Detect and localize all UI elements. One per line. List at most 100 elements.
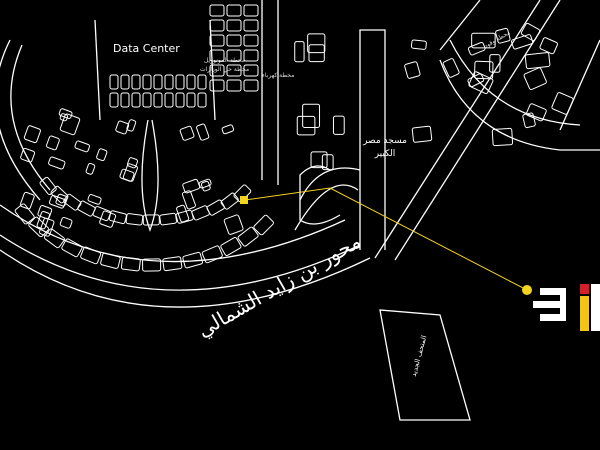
city-block bbox=[99, 210, 117, 228]
city-block bbox=[209, 64, 225, 77]
city-block bbox=[80, 246, 102, 265]
city-block bbox=[58, 108, 73, 119]
museum-block bbox=[379, 309, 471, 421]
city-block bbox=[181, 190, 196, 210]
city-block bbox=[39, 176, 57, 196]
city-block bbox=[209, 49, 225, 62]
city-block bbox=[55, 193, 68, 207]
city-block bbox=[142, 74, 152, 90]
city-block bbox=[206, 199, 225, 216]
city-block bbox=[221, 124, 235, 135]
city-blocks bbox=[14, 4, 574, 272]
city-block bbox=[308, 44, 325, 63]
city-block bbox=[153, 92, 163, 108]
city-block bbox=[310, 151, 328, 169]
city-block bbox=[321, 154, 334, 171]
city-block bbox=[120, 92, 130, 108]
city-block bbox=[411, 125, 433, 143]
city-block bbox=[164, 74, 174, 90]
city-block bbox=[220, 237, 242, 256]
city-block bbox=[209, 19, 225, 32]
city-block bbox=[243, 49, 259, 62]
road-outlines bbox=[0, 0, 600, 421]
city-block bbox=[523, 67, 547, 91]
city-block bbox=[223, 214, 244, 235]
city-block bbox=[551, 92, 574, 115]
city-block bbox=[243, 4, 259, 17]
city-block bbox=[307, 33, 326, 54]
city-block bbox=[410, 39, 427, 50]
city-block bbox=[198, 178, 212, 189]
city-block bbox=[109, 92, 119, 108]
city-block bbox=[332, 115, 345, 135]
city-block bbox=[489, 54, 501, 73]
city-block bbox=[100, 252, 121, 269]
city-block bbox=[474, 60, 494, 80]
city-block bbox=[226, 34, 242, 47]
city-block bbox=[302, 103, 321, 128]
city-block bbox=[186, 92, 196, 108]
city-block bbox=[243, 19, 259, 32]
marker-line bbox=[244, 187, 528, 291]
city-block bbox=[209, 79, 225, 92]
ministries-station-label: محطة حي الوزارات bbox=[200, 66, 250, 73]
city-block bbox=[404, 61, 421, 79]
city-block bbox=[131, 74, 141, 90]
city-block bbox=[20, 147, 36, 163]
city-block bbox=[491, 127, 514, 147]
mosque-block bbox=[359, 29, 386, 250]
city-block bbox=[92, 206, 111, 222]
city-block bbox=[142, 258, 162, 272]
city-block bbox=[226, 19, 242, 32]
city-block bbox=[120, 74, 130, 90]
city-block bbox=[59, 113, 81, 136]
city-block bbox=[197, 92, 207, 108]
city-block bbox=[243, 79, 259, 92]
city-block bbox=[201, 245, 223, 264]
city-block bbox=[467, 73, 485, 88]
city-block bbox=[87, 194, 102, 205]
city-block bbox=[19, 191, 35, 210]
city-block bbox=[296, 115, 316, 136]
city-block bbox=[220, 192, 239, 210]
city-block bbox=[237, 226, 259, 247]
city-block bbox=[226, 64, 242, 77]
location-marker bbox=[240, 187, 532, 295]
city-block bbox=[108, 210, 127, 225]
city-block bbox=[522, 112, 536, 129]
city-block bbox=[226, 49, 242, 62]
city-block bbox=[467, 41, 486, 56]
city-block bbox=[120, 256, 141, 272]
city-block bbox=[226, 79, 242, 92]
city-block bbox=[46, 135, 60, 151]
city-block bbox=[14, 203, 35, 225]
mosque-label: مسجد مصر الكبير bbox=[363, 136, 407, 159]
city-block bbox=[37, 205, 53, 220]
city-block bbox=[159, 212, 177, 226]
city-block bbox=[182, 178, 201, 194]
monorail-station-label: محطة المونوريل bbox=[204, 57, 246, 64]
city-block bbox=[59, 216, 73, 229]
city-block bbox=[164, 92, 174, 108]
district-boundary bbox=[374, 0, 541, 259]
city-block bbox=[186, 74, 196, 90]
city-block bbox=[131, 92, 141, 108]
city-block bbox=[525, 103, 547, 122]
site-highlight bbox=[240, 196, 248, 204]
city-block bbox=[511, 34, 534, 50]
city-block bbox=[175, 92, 185, 108]
outer-ring-road bbox=[0, 249, 371, 308]
city-block bbox=[226, 4, 242, 17]
city-block bbox=[61, 238, 83, 258]
city-block bbox=[122, 163, 138, 182]
city-block bbox=[142, 92, 152, 108]
city-block bbox=[176, 204, 190, 223]
city-block bbox=[126, 157, 139, 169]
city-block bbox=[43, 228, 65, 249]
city-block bbox=[209, 4, 225, 17]
city-block bbox=[196, 123, 210, 141]
city-block bbox=[48, 156, 66, 170]
city-block bbox=[175, 74, 185, 90]
